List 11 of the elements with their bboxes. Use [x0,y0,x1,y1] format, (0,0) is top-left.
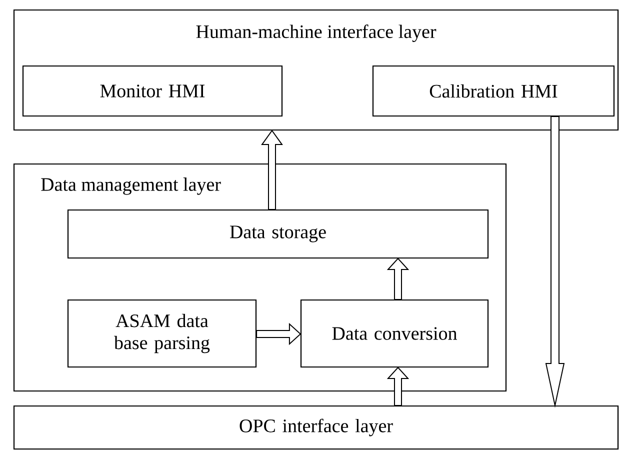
process-box: ASAM data base parsing [67,299,257,368]
block-arrow [545,116,565,408]
block-arrow [386,258,410,300]
process-box: Calibration HMI [372,65,615,117]
process-box: Data conversion [300,299,489,368]
process-box: Monitor HMI [22,65,283,117]
layer-panel: OPC interface layer [13,405,619,450]
block-arrow [261,130,283,210]
process-box: Data storage [67,209,489,259]
block-arrow [386,366,410,406]
block-arrow [256,322,302,346]
